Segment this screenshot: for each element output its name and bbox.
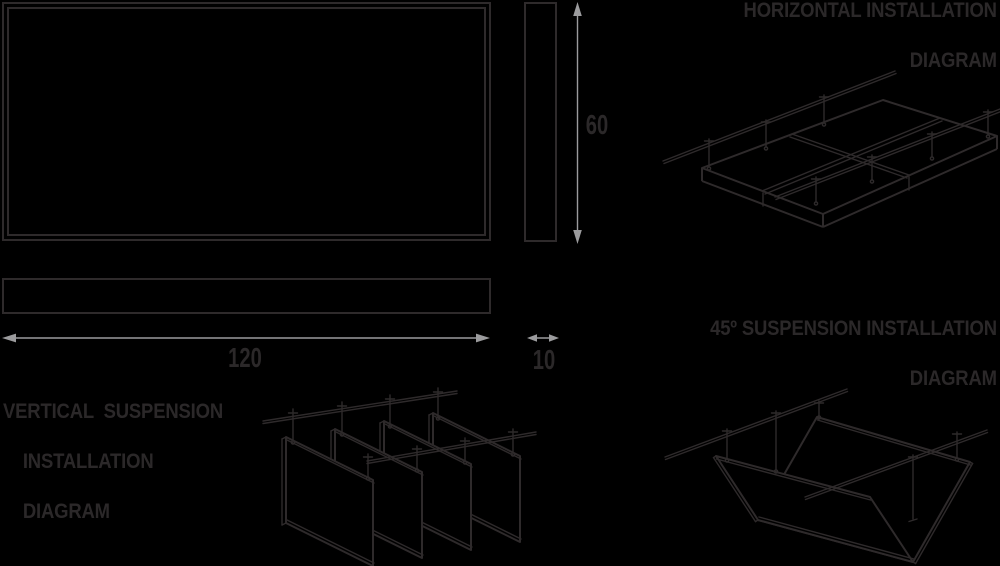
thickness-dimension-arrow xyxy=(527,334,559,342)
vertical-suspension-title-line3: DIAGRAM xyxy=(22,500,110,523)
hanger-rod xyxy=(721,400,963,523)
width-dimension-value: 120 xyxy=(228,342,262,373)
panel-front-view-inner-border xyxy=(7,7,486,236)
panel-plan-view xyxy=(2,278,491,314)
suspension-45-title-line1: 45º SUSPENSION INSTALLATION xyxy=(710,317,997,340)
suspension-45-title-line2: DIAGRAM xyxy=(909,367,997,390)
horizontal-installation-title: HORIZONTAL INSTALLATION DIAGRAM xyxy=(744,0,997,73)
panel-side-view xyxy=(524,2,557,242)
suspension-rail xyxy=(262,390,537,465)
height-dimension-arrow xyxy=(573,2,582,244)
hanging-panel xyxy=(281,412,522,566)
vertical-suspension-title-line2: INSTALLATION xyxy=(22,450,154,473)
suspension-rail xyxy=(662,70,1000,201)
horizontal-installation-title-line1: HORIZONTAL INSTALLATION xyxy=(743,0,997,22)
width-dimension-arrow xyxy=(2,333,490,343)
thickness-dimension-value: 10 xyxy=(532,344,556,375)
hanger-rod xyxy=(703,94,994,206)
hanger-rod xyxy=(287,387,519,481)
vertical-suspension-diagram xyxy=(262,387,537,566)
panel-front-view xyxy=(2,2,491,241)
tilted-panel xyxy=(712,416,974,565)
vertical-suspension-title-line1: VERTICAL SUSPENSION xyxy=(3,400,223,423)
ceiling-panel-slab xyxy=(701,99,998,228)
horizontal-installation-title-line2: DIAGRAM xyxy=(909,49,997,72)
height-dimension-value: 60 xyxy=(585,109,609,140)
suspension-45-title: 45º SUSPENSION INSTALLATION DIAGRAM xyxy=(710,316,997,391)
horizontal-installation-diagram xyxy=(662,70,1000,228)
vertical-suspension-title: VERTICAL SUSPENSION INSTALLATION DIAGRAM xyxy=(3,399,223,524)
suspension-45-diagram xyxy=(664,388,989,565)
